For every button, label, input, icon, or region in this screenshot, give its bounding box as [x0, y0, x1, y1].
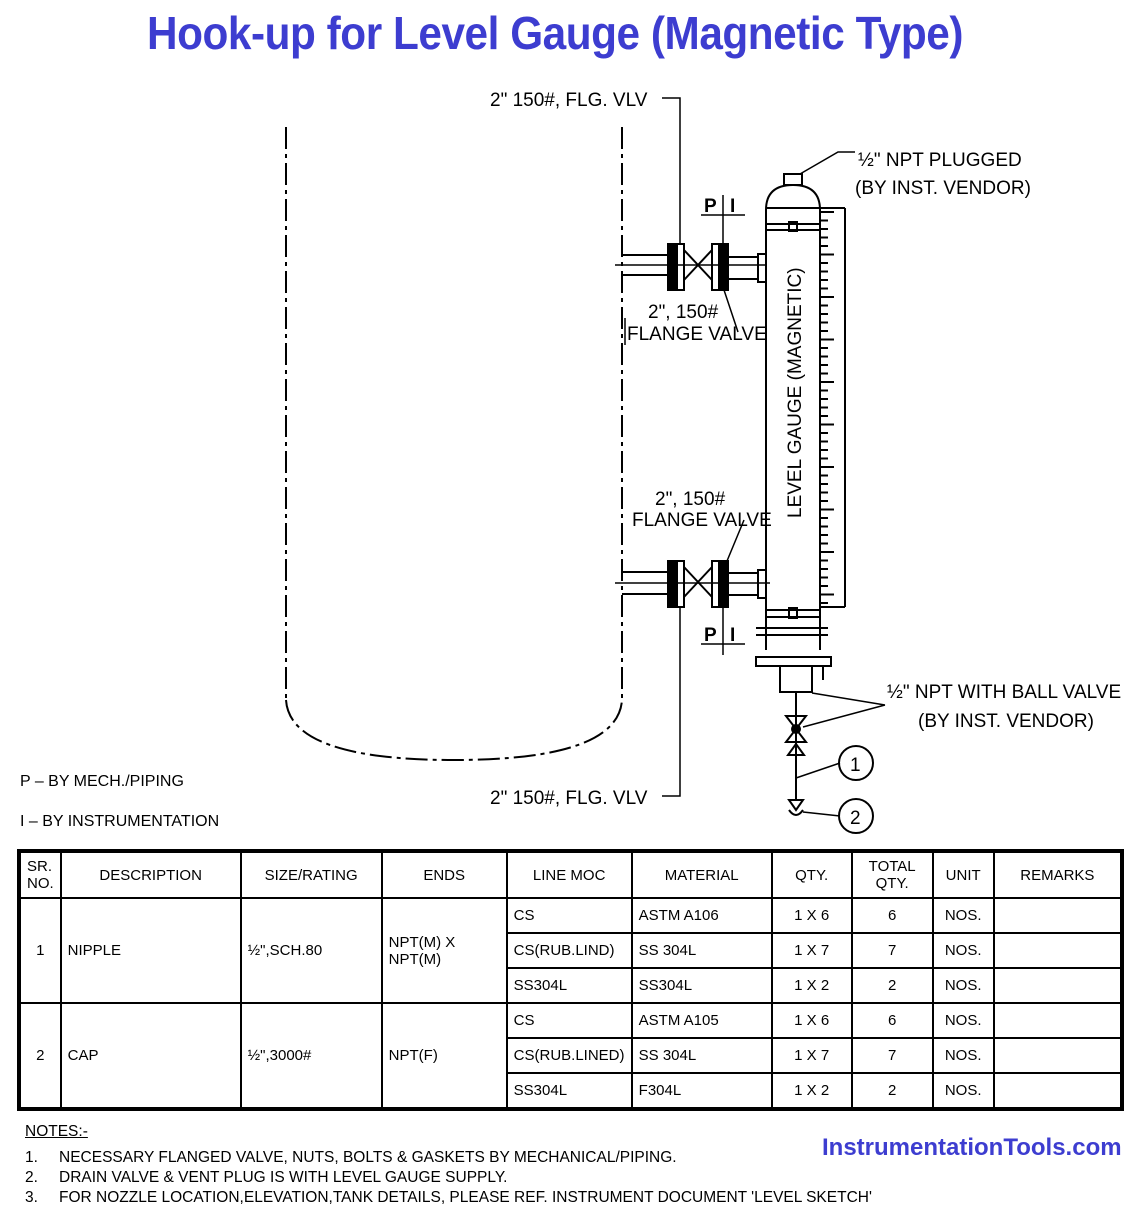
column-header: MATERIAL	[630, 850, 773, 899]
note-1: 1.NECESSARY FLANGED VALVE, NUTS, BOLTS &…	[25, 1149, 677, 1166]
cell-desc: NIPPLE	[59, 897, 242, 1004]
bottom-valve-label: 2" 150#, FLG. VLV	[490, 788, 648, 809]
cell: ASTM A105	[630, 1002, 773, 1039]
brand-watermark: InstrumentationTools.com	[822, 1134, 1122, 1161]
cell: 6	[850, 1002, 934, 1039]
cell-ends: NPT(M) X NPT(M)	[380, 897, 508, 1004]
cell: 1 X 6	[770, 897, 853, 934]
cell: ASTM A106	[630, 897, 773, 934]
level-gauge-chamber	[755, 173, 846, 693]
vent-label-1: ½" NPT PLUGGED	[858, 150, 1022, 171]
cell: CS	[505, 897, 633, 934]
cell: NOS.	[931, 897, 995, 934]
legend-p: P – BY MECH./PIPING	[20, 773, 184, 790]
upper-nozzle	[615, 243, 767, 291]
cell: 1 X 7	[770, 932, 853, 969]
cell-size: ½",SCH.80	[239, 897, 383, 1004]
column-header: SR. NO.	[18, 850, 62, 899]
cell: 7	[850, 932, 934, 969]
column-header: DESCRIPTION	[59, 850, 242, 899]
i-mark-top: I	[730, 196, 735, 217]
column-header: UNIT	[931, 850, 995, 899]
column-header: REMARKS	[992, 850, 1124, 899]
legend-i: I – BY INSTRUMENTATION	[20, 813, 220, 830]
notes-heading: NOTES:-	[25, 1123, 88, 1140]
cell-remarks	[992, 967, 1124, 1004]
gauge-label: LEVEL GAUGE (MAGNETIC)	[785, 267, 806, 518]
cell: SS304L	[505, 967, 633, 1004]
cell: CS(RUB.LIND)	[505, 932, 633, 969]
cell: 2	[850, 1072, 934, 1110]
lower-flange-valve-name: FLANGE VALVE	[632, 510, 772, 531]
drain-label-2: (BY INST. VENDOR)	[918, 711, 1094, 732]
cell: NOS.	[931, 1037, 995, 1074]
column-header: ENDS	[380, 850, 508, 899]
cell: NOS.	[931, 932, 995, 969]
cell: 2	[850, 967, 934, 1004]
column-header: SIZE/RATING	[239, 850, 383, 899]
balloon-1-label: 1	[850, 755, 861, 776]
page-title: Hook-up for Level Gauge (Magnetic Type)	[146, 7, 964, 59]
lower-nozzle	[615, 560, 770, 608]
cell: SS304L	[630, 967, 773, 1004]
upper-flange-valve-size: 2", 150#	[648, 302, 719, 323]
column-header: QTY.	[770, 850, 853, 899]
cell-ends: NPT(F)	[380, 1002, 508, 1110]
note-3: 3.FOR NOZZLE LOCATION,ELEVATION,TANK DET…	[25, 1189, 872, 1206]
hookup-drawing: 2" 150#, FLG. VLV 2" 150#, FLG. VLV ½" N…	[285, 90, 1121, 834]
cell-remarks	[992, 1072, 1124, 1110]
cell: F304L	[630, 1072, 773, 1110]
tank-outline	[285, 127, 623, 762]
balloon-2	[838, 798, 874, 834]
cell-remarks	[992, 1037, 1124, 1074]
cell: SS 304L	[630, 932, 773, 969]
cell: 6	[850, 897, 934, 934]
drain-label-1: ½" NPT WITH BALL VALVE	[887, 682, 1121, 703]
notes-section: NOTES:- 1.NECESSARY FLANGED VALVE, NUTS,…	[19, 1116, 1122, 1214]
cell: NOS.	[931, 967, 995, 1004]
cell: 1 X 2	[770, 1072, 853, 1110]
p-mark-bottom: P	[704, 625, 717, 646]
cell: SS304L	[505, 1072, 633, 1110]
cell: CS	[505, 1002, 633, 1039]
leader-lines	[624, 97, 886, 817]
cell-sr: 1	[18, 897, 62, 1004]
lower-flange-valve-size: 2", 150#	[655, 489, 726, 510]
cell-remarks	[992, 1002, 1124, 1039]
column-header: TOTAL QTY.	[850, 850, 934, 899]
p-mark-top: P	[704, 196, 717, 217]
upper-flange-valve-name: FLANGE VALVE	[627, 324, 767, 345]
cell-size: ½",3000#	[239, 1002, 383, 1110]
cell: 7	[850, 1037, 934, 1074]
note-2: 2.DRAIN VALVE & VENT PLUG IS WITH LEVEL …	[25, 1169, 508, 1186]
cell-remarks	[992, 897, 1124, 934]
cell: 1 X 2	[770, 967, 853, 1004]
column-header: LINE MOC	[505, 850, 633, 899]
balloon-1	[838, 745, 874, 781]
vent-label-2: (BY INST. VENDOR)	[855, 178, 1031, 199]
cell: SS 304L	[630, 1037, 773, 1074]
i-mark-bottom: I	[730, 625, 735, 646]
cell-desc: CAP	[59, 1002, 242, 1110]
balloon-2-label: 2	[850, 808, 861, 829]
cell: NOS.	[931, 1072, 995, 1110]
cell-sr: 2	[18, 1002, 62, 1110]
drain-assembly	[783, 692, 809, 816]
cell: 1 X 7	[770, 1037, 853, 1074]
top-valve-label: 2" 150#, FLG. VLV	[490, 90, 648, 111]
cell: 1 X 6	[770, 1002, 853, 1039]
cell-remarks	[992, 932, 1124, 969]
cell: NOS.	[931, 1002, 995, 1039]
cell: CS(RUB.LINED)	[505, 1037, 633, 1074]
